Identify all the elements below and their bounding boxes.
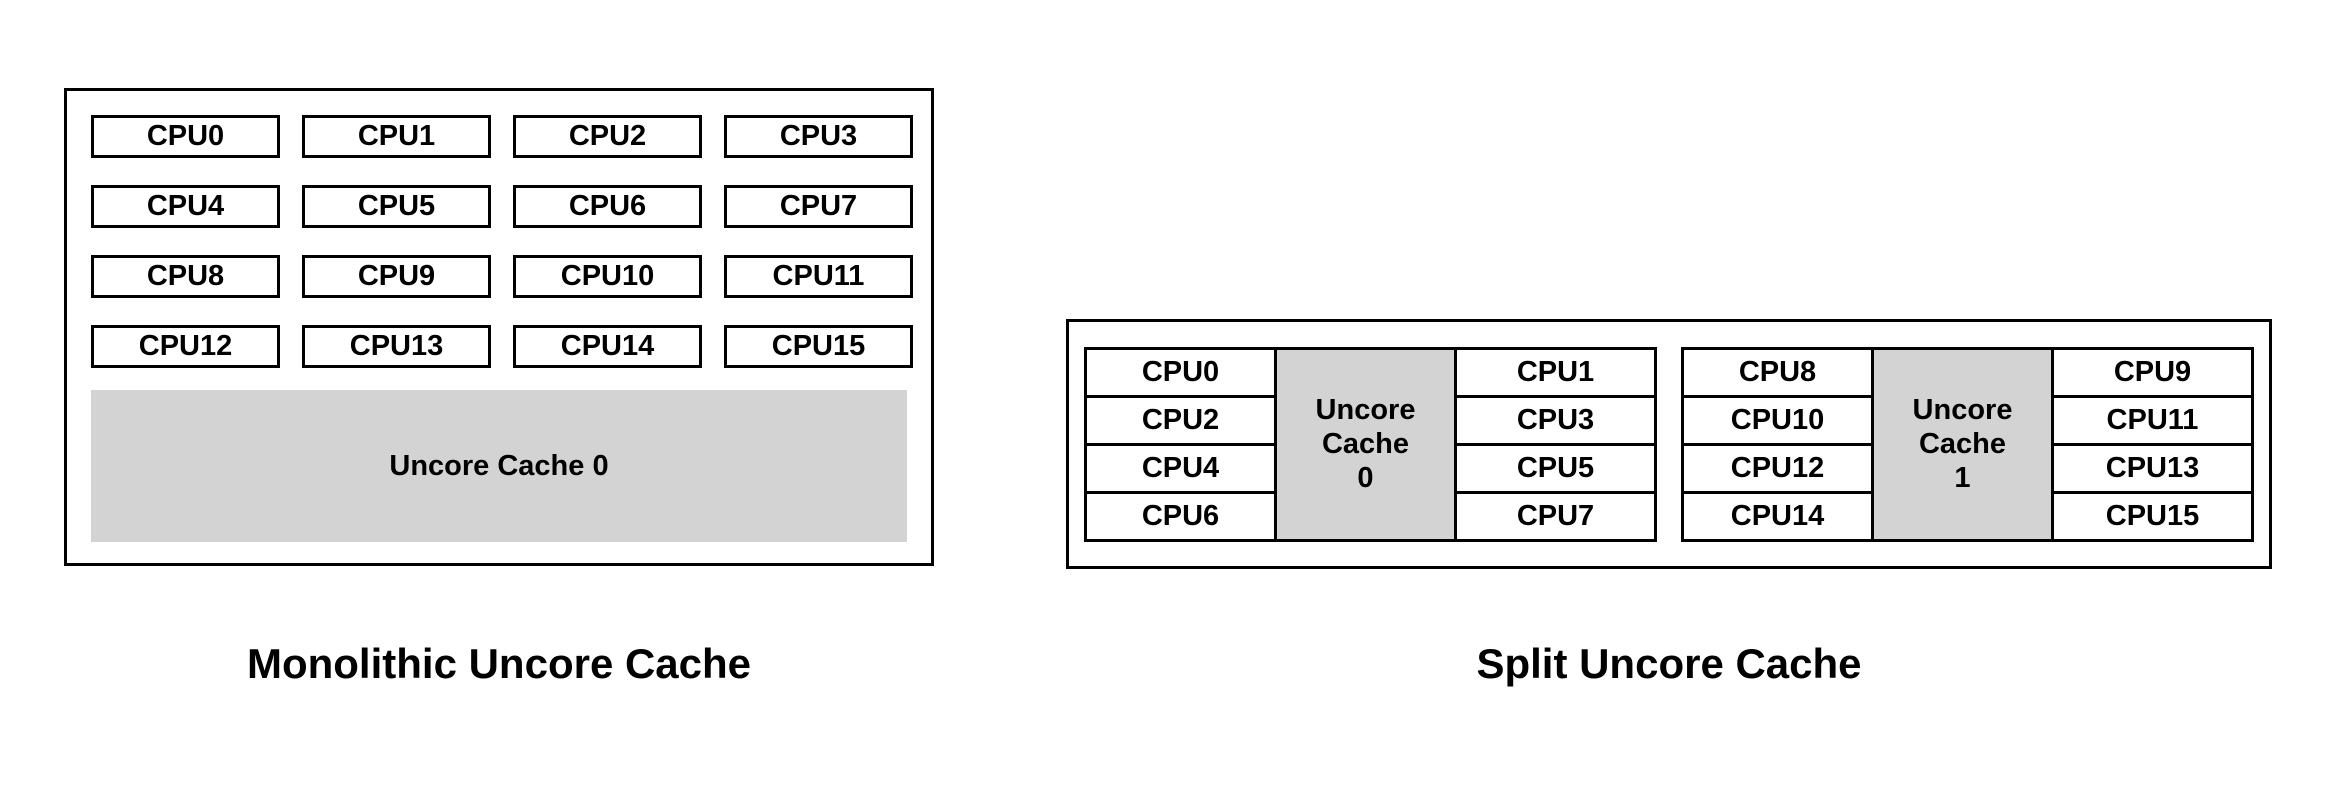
split-cluster-1: CPU8 Uncore Cache 1 CPU9 CPU10 CPU11 CPU…	[1681, 346, 2254, 542]
cpu-cell: CPU5	[1454, 442, 1657, 494]
cpu-box-4: CPU4	[91, 185, 280, 228]
cpu-box-15: CPU15	[724, 325, 913, 368]
cpu-cell: CPU4	[1084, 442, 1277, 494]
cpu-box-14: CPU14	[513, 325, 702, 368]
uncore-cache-1-cell: Uncore Cache 1	[1871, 346, 2054, 542]
cpu-box-13: CPU13	[302, 325, 491, 368]
cpu-cell: CPU12	[1681, 442, 1874, 494]
cpu-box-6: CPU6	[513, 185, 702, 228]
cpu-box-10: CPU10	[513, 255, 702, 298]
cpu-box-1: CPU1	[302, 115, 491, 158]
cache-label-line: 0	[1357, 462, 1374, 494]
cpu-cell: CPU1	[1454, 346, 1657, 398]
cpu-cell: CPU9	[2051, 346, 2254, 398]
caption-monolithic: Monolithic Uncore Cache	[246, 640, 752, 687]
uncore-cache-0-box: Uncore Cache 0	[91, 390, 907, 542]
split-cluster-0: CPU0 Uncore Cache 0 CPU1 CPU2 CPU3 CPU4 …	[1084, 346, 1657, 542]
cpu-cell: CPU2	[1084, 394, 1277, 446]
cpu-box-5: CPU5	[302, 185, 491, 228]
caption-split: Split Uncore Cache	[1476, 640, 1862, 687]
cpu-cell: CPU10	[1681, 394, 1874, 446]
split-diagram: CPU0 Uncore Cache 0 CPU1 CPU2 CPU3 CPU4 …	[1066, 319, 2272, 569]
cpu-box-0: CPU0	[91, 115, 280, 158]
cpu-cell: CPU6	[1084, 490, 1277, 542]
cpu-cell: CPU0	[1084, 346, 1277, 398]
cache-label-line: Uncore	[1912, 394, 2013, 426]
cpu-cell: CPU8	[1681, 346, 1874, 398]
cpu-cell: CPU3	[1454, 394, 1657, 446]
cpu-cell: CPU14	[1681, 490, 1874, 542]
cpu-cell: CPU7	[1454, 490, 1657, 542]
cache-label-line: Cache	[1918, 428, 2007, 460]
cpu-cell: CPU13	[2051, 442, 2254, 494]
uncore-cache-0-cell: Uncore Cache 0	[1274, 346, 1457, 542]
cpu-box-11: CPU11	[724, 255, 913, 298]
cpu-cell: CPU11	[2051, 394, 2254, 446]
cache-label-line: 1	[1954, 462, 1971, 494]
cpu-box-7: CPU7	[724, 185, 913, 228]
monolithic-diagram: CPU0 CPU1 CPU2 CPU3 CPU4 CPU5 CPU6 CPU7 …	[64, 88, 934, 566]
cpu-box-2: CPU2	[513, 115, 702, 158]
cpu-box-3: CPU3	[724, 115, 913, 158]
cache-label-line: Cache	[1321, 428, 1410, 460]
cpu-grid: CPU0 CPU1 CPU2 CPU3 CPU4 CPU5 CPU6 CPU7 …	[91, 115, 913, 368]
cpu-box-12: CPU12	[91, 325, 280, 368]
cpu-box-9: CPU9	[302, 255, 491, 298]
cache-label-line: Uncore	[1315, 394, 1416, 426]
cpu-box-8: CPU8	[91, 255, 280, 298]
cpu-cell: CPU15	[2051, 490, 2254, 542]
